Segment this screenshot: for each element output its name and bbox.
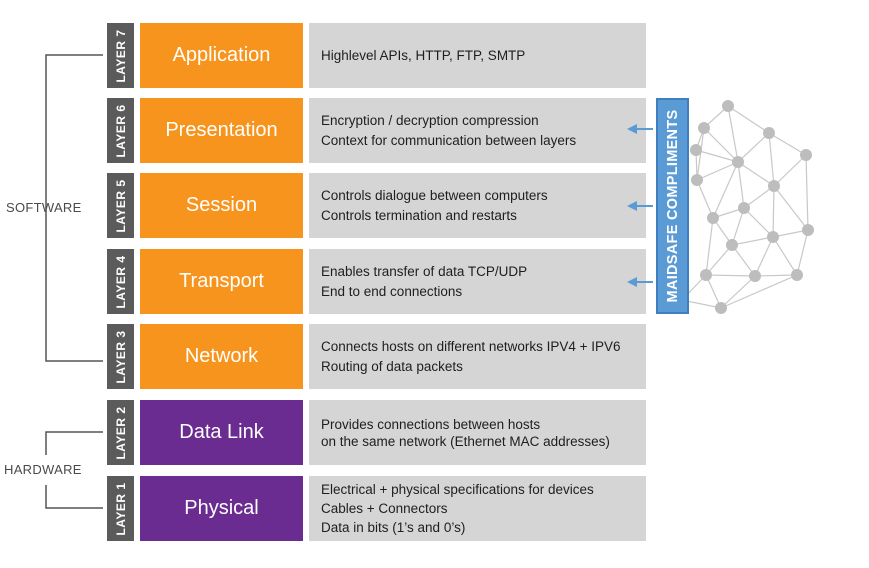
layer-tag: LAYER 5 xyxy=(107,173,134,238)
layer-name-presentation: Presentation xyxy=(140,98,303,163)
layer-row-7: LAYER 7 Application Highlevel APIs, HTTP… xyxy=(0,23,869,88)
layer-name-session: Session xyxy=(140,173,303,238)
layer-description: Controls dialogue between computers Cont… xyxy=(309,173,646,238)
hardware-bracket-bottom xyxy=(45,485,103,509)
layer-tag: LAYER 3 xyxy=(107,324,134,389)
software-label: SOFTWARE xyxy=(6,200,82,215)
layer-name-network: Network xyxy=(140,324,303,389)
layer-tag: LAYER 2 xyxy=(107,400,134,465)
layer-description: Provides connections between hosts on th… xyxy=(309,400,646,465)
description-line: Controls termination and restarts xyxy=(321,207,517,223)
layer-name-application: Application xyxy=(140,23,303,88)
layer-name-data-link: Data Link xyxy=(140,400,303,465)
layer-tag: LAYER 7 xyxy=(107,23,134,88)
layer-row-2: LAYER 2 Data Link Provides connections b… xyxy=(0,400,869,465)
description-line: Highlevel APIs, HTTP, FTP, SMTP xyxy=(321,47,526,63)
description-line: Provides connections between hosts xyxy=(321,416,541,432)
layer-description: Highlevel APIs, HTTP, FTP, SMTP xyxy=(309,23,646,88)
description-line: Encryption / decryption compression xyxy=(321,112,539,128)
layer-row-4: LAYER 4 Transport Enables transfer of da… xyxy=(0,249,869,314)
description-line: Cables + Connectors xyxy=(321,501,448,516)
layer-name-transport: Transport xyxy=(140,249,303,314)
layer-row-5: LAYER 5 Session Controls dialogue betwee… xyxy=(0,173,869,238)
description-line: Routing of data packets xyxy=(321,358,463,374)
description-line: Controls dialogue between computers xyxy=(321,187,548,203)
hardware-label: HARDWARE xyxy=(4,462,82,477)
description-line: Context for communication between layers xyxy=(321,132,577,148)
layer-name-physical: Physical xyxy=(140,476,303,541)
layer-description: Enables transfer of data TCP/UDP End to … xyxy=(309,249,646,314)
description-line: Electrical + physical specifications for… xyxy=(321,482,594,497)
layer-description: Electrical + physical specifications for… xyxy=(309,476,646,541)
description-line: Data in bits (1’s and 0’s) xyxy=(321,520,466,535)
maidsafe-label: MAIDSAFE COMPLIMENTS xyxy=(664,109,681,303)
maidsafe-compliments-box: MAIDSAFE COMPLIMENTS xyxy=(656,98,689,314)
layer-row-1: LAYER 1 Physical Electrical + physical s… xyxy=(0,476,869,541)
layer-row-3: LAYER 3 Network Connects hosts on differ… xyxy=(0,324,869,389)
layer-description: Connects hosts on different networks IPV… xyxy=(309,324,646,389)
description-line: End to end connections xyxy=(321,283,463,299)
description-line: on the same network (Ethernet MAC addres… xyxy=(321,433,610,449)
description-line: Connects hosts on different networks IPV… xyxy=(321,338,621,354)
layer-tag: LAYER 6 xyxy=(107,98,134,163)
layer-row-6: LAYER 6 Presentation Encryption / decryp… xyxy=(0,98,869,163)
hardware-bracket-top xyxy=(45,431,103,455)
software-bracket xyxy=(45,54,103,362)
layer-description: Encryption / decryption compression Cont… xyxy=(309,98,646,163)
layer-tag: LAYER 1 xyxy=(107,476,134,541)
layer-tag: LAYER 4 xyxy=(107,249,134,314)
description-line: Enables transfer of data TCP/UDP xyxy=(321,263,528,279)
